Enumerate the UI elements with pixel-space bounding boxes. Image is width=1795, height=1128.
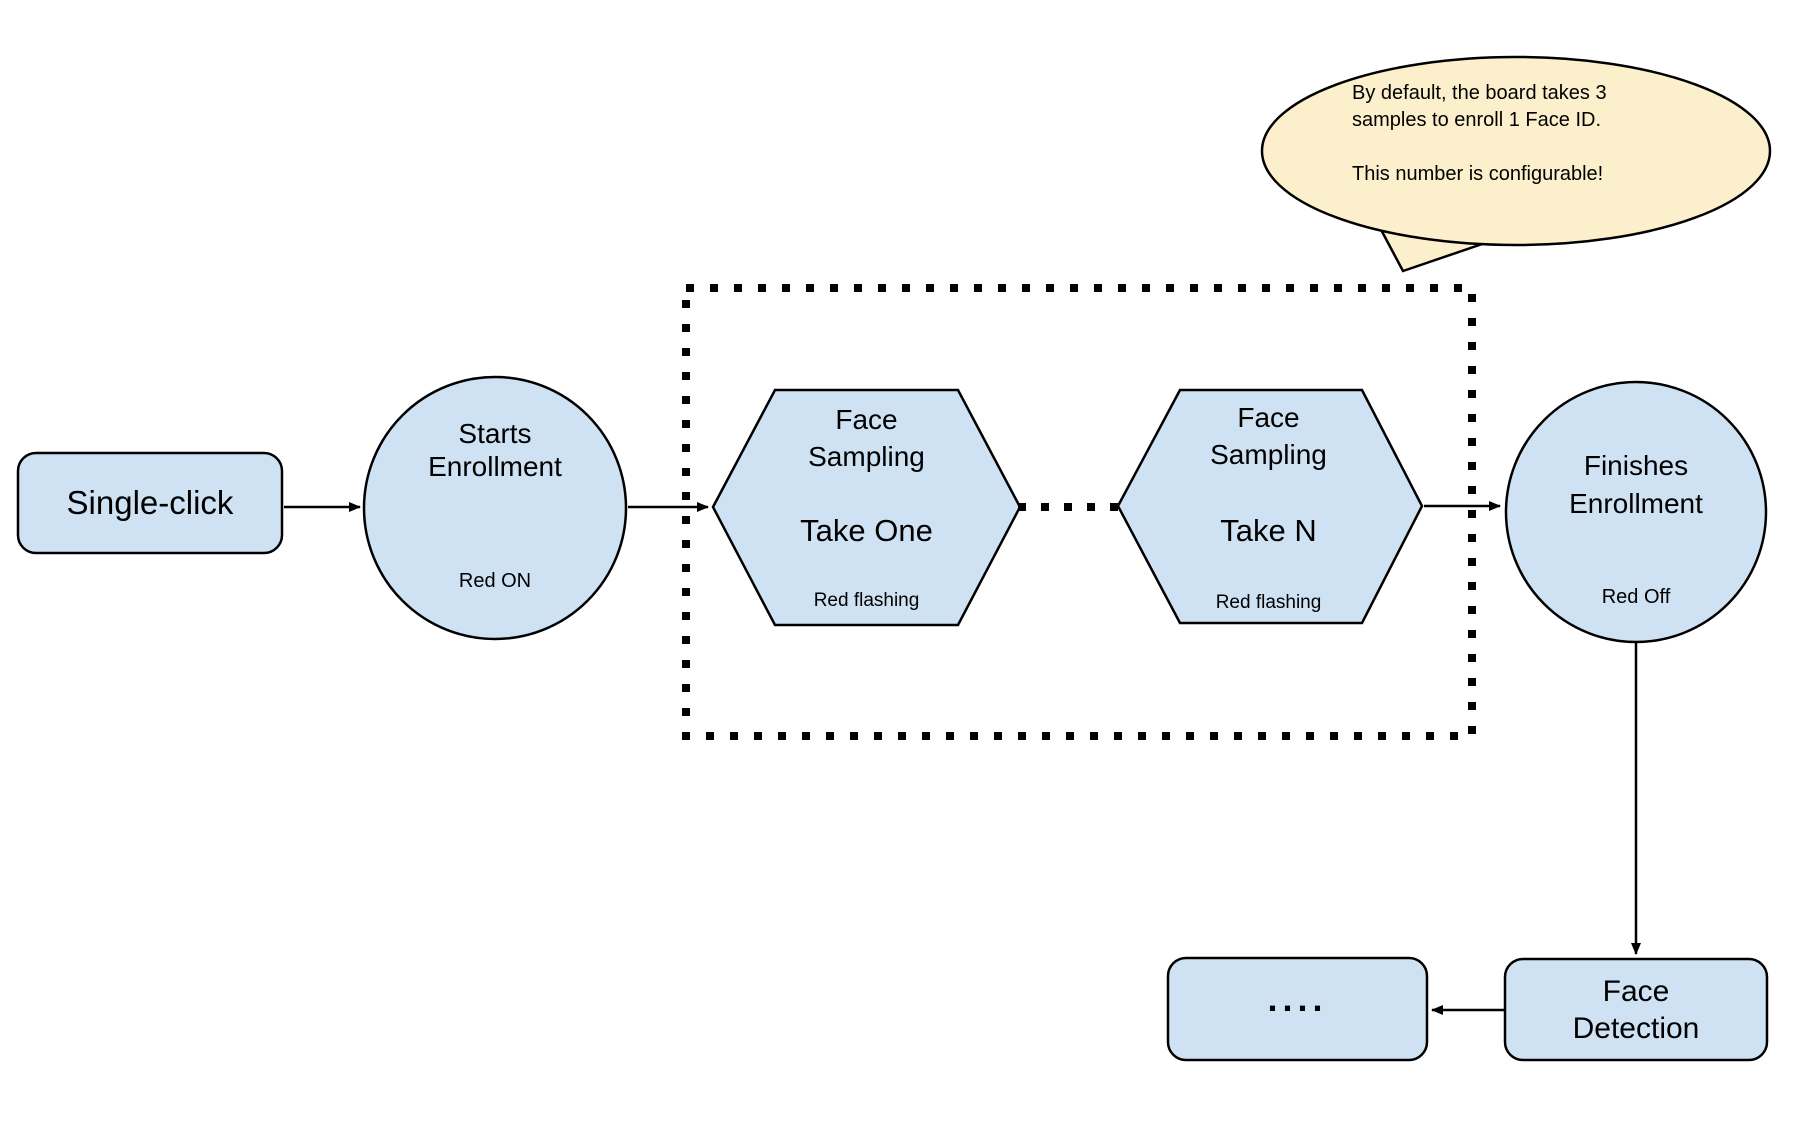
starts-enrollment-node [362,375,628,641]
continuation-label: .... [1267,978,1328,1019]
single-click-label: Single-click [66,484,234,521]
face-detection-node [1503,957,1769,1062]
starts-enrollment-label: Starts Enrollment [428,418,562,482]
single-click-node [16,451,284,555]
face-sampling-n-node [1116,388,1424,625]
continuation-node [1166,956,1429,1062]
callout-text: By default, the board takes 3 samples to… [1352,82,1607,185]
finishes-enrollment-sublabel: Red Off [1601,585,1671,608]
callout-bubble [1260,55,1772,247]
face-sampling-n-label: Face Sampling [1210,402,1327,470]
face-sampling-n-take-label: Take N [1220,513,1317,548]
face-sampling-one-label: Face Sampling [808,404,925,472]
finishes-enrollment-node [1504,380,1768,644]
face-sampling-one-sublabel: Red flashing [813,590,920,611]
face-sampling-one-take-label: Take One [800,513,933,548]
starts-enrollment-sublabel: Red ON [458,569,532,592]
face-detection-label: Face Detection [1572,974,1700,1045]
face-sampling-n-sublabel: Red flashing [1215,592,1322,613]
sampling-group-dotted-box [682,284,1476,740]
finishes-enrollment-label: Finishes Enrollment [1569,450,1703,519]
